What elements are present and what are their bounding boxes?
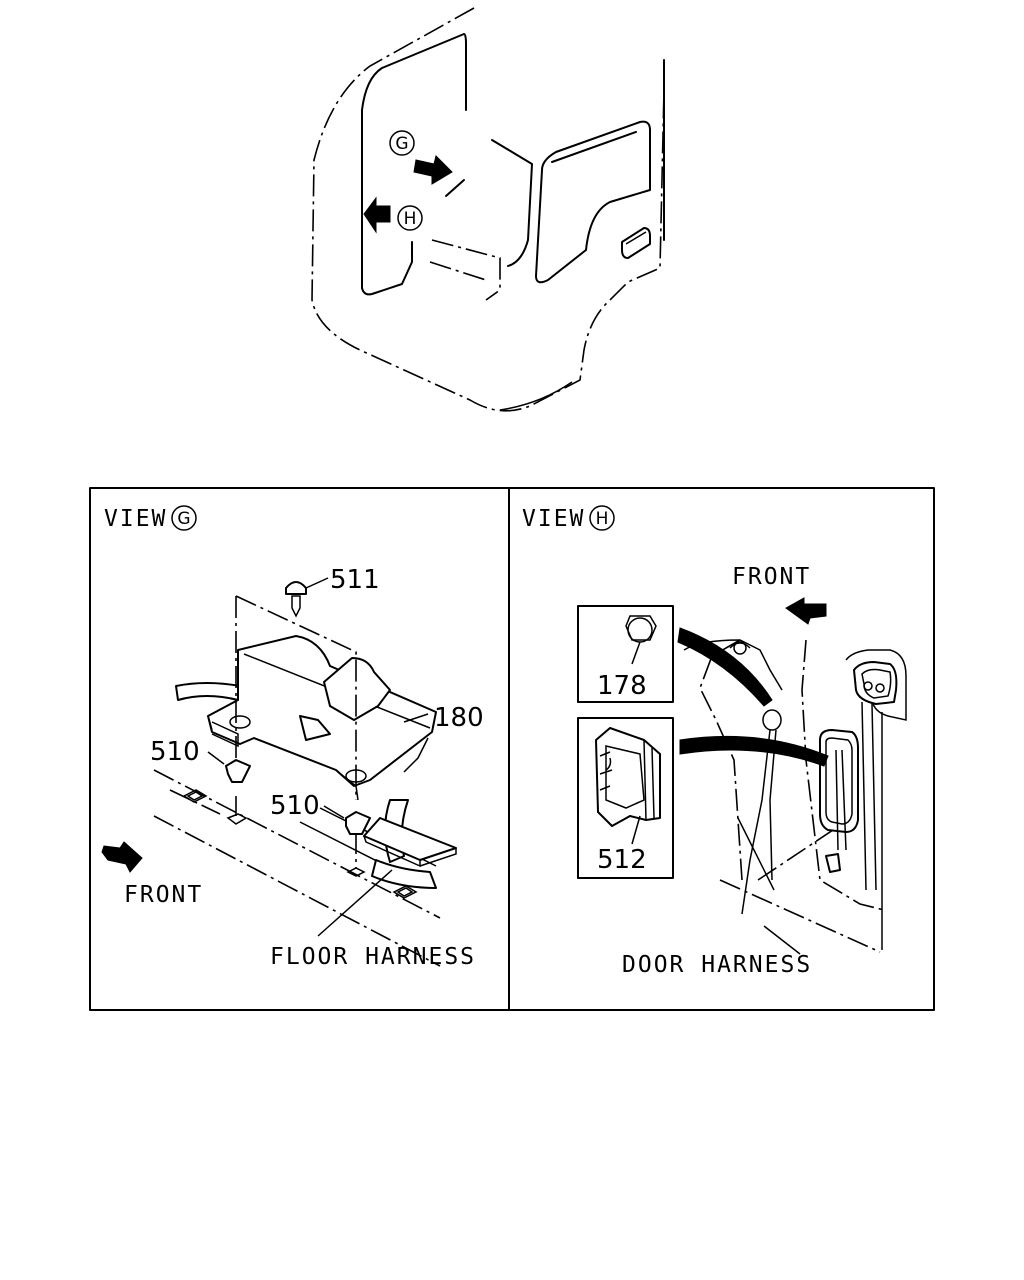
detail-frame	[89, 487, 935, 1011]
inset-clip	[577, 717, 674, 879]
view-g-panel: VIEW G	[101, 505, 484, 970]
view-g-title-marker: G	[177, 509, 190, 529]
view-g-marker-text: G	[395, 134, 408, 154]
front-label-g: FRONT	[124, 882, 203, 908]
view-g-arrow-icon	[413, 155, 453, 185]
callout-512: 512	[597, 845, 647, 875]
front-label-h: FRONT	[732, 564, 811, 590]
callout-511: 511	[330, 565, 380, 595]
callout-510-left: 510	[150, 737, 200, 767]
cab-overview: G H	[311, 7, 665, 412]
view-h-title: VIEW	[522, 506, 585, 532]
floor-harness-label: FLOOR HARNESS	[270, 944, 476, 970]
view-h-title-marker: H	[596, 509, 609, 529]
front-arrow-icon-h	[785, 597, 827, 625]
view-h-panel: VIEW H FRONT	[522, 505, 907, 978]
clip-510-left	[225, 759, 251, 783]
callout-510-right: 510	[270, 791, 320, 821]
view-h-title-circle	[589, 505, 615, 531]
door-harness-label: DOOR HARNESS	[622, 952, 812, 978]
front-arrow-icon-g	[101, 841, 143, 873]
view-h-marker: H	[397, 205, 423, 231]
screw-511	[285, 581, 307, 595]
callout-178: 178	[597, 671, 647, 701]
view-h-arrow-icon	[363, 196, 391, 234]
inset-grommet	[577, 605, 674, 703]
view-h-marker-text: H	[404, 209, 417, 229]
view-g-title-circle	[171, 505, 197, 531]
view-g-marker: G	[389, 130, 415, 156]
clip-510-right	[345, 811, 371, 835]
view-g-title: VIEW	[104, 506, 167, 532]
callout-180: 180	[434, 703, 484, 733]
